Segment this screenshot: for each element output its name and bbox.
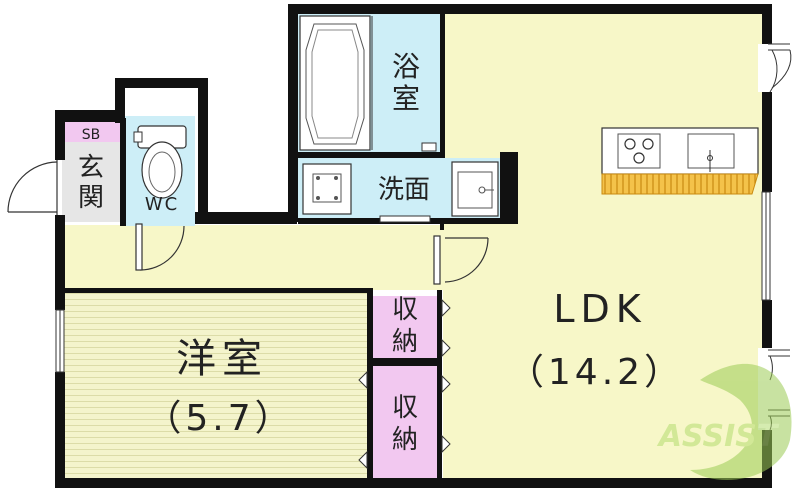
closet-lower-label-top: 収 (392, 393, 418, 423)
windows (55, 191, 771, 373)
entrance-label-top: 玄 (78, 153, 104, 183)
kitchen-counter (601, 127, 759, 195)
bathroom-label-bottom: 室 (392, 82, 420, 115)
entrance-label-bottom: 関 (78, 183, 104, 213)
closet-upper-floor (372, 296, 440, 358)
ldk-size: （14.2） (508, 352, 684, 393)
closet-lower-floor (372, 366, 440, 478)
western-room-size: （5.7） (145, 398, 294, 439)
shoe-box-floor (62, 122, 120, 142)
wash-basin (451, 161, 499, 217)
entrance-door (7, 160, 58, 215)
closet-lower-label-bottom: 納 (392, 425, 418, 455)
hallway-floor (62, 225, 443, 290)
shoe-box-label: SB (82, 127, 101, 143)
ldk-door (433, 235, 489, 285)
washing-machine (302, 163, 352, 215)
western-room-label: 洋室 (176, 336, 268, 382)
closet-upper-label-bottom: 納 (392, 327, 418, 357)
ldk-label: LDK (553, 287, 646, 331)
closet-upper-label-top: 収 (392, 295, 418, 325)
bathtub (299, 15, 437, 152)
toilet-door (135, 223, 185, 271)
entrance-floor (62, 142, 120, 222)
toilet (133, 125, 187, 199)
western-room-floor (62, 293, 370, 478)
toilet-label: WC (145, 194, 179, 215)
assist-logo: ASSIST (657, 363, 792, 480)
bathroom-label-top: 浴 (392, 50, 420, 83)
assist-logo-text: ASSIST (657, 419, 780, 454)
washroom-label: 洗面 (378, 175, 430, 205)
closet-door-marks (358, 298, 451, 470)
ldk-floor (443, 14, 762, 478)
